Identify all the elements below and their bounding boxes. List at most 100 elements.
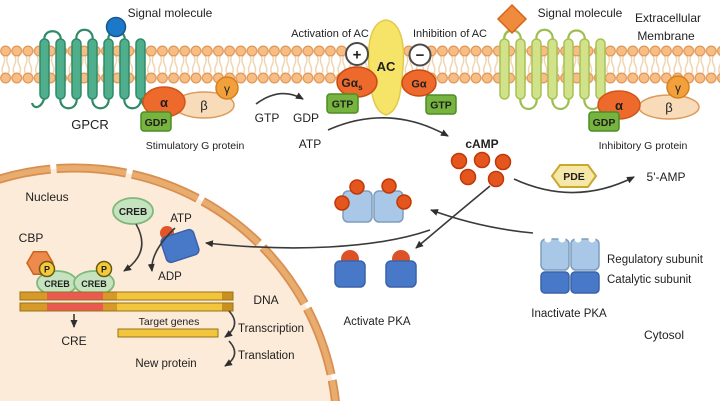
cre-site (47, 303, 103, 311)
dna-strand-top (19, 291, 234, 301)
five-amp-label: 5'-AMP (647, 170, 686, 184)
gpcr-helix (119, 38, 130, 100)
gpcr-helix (563, 38, 574, 100)
pde-enzyme (550, 164, 598, 188)
gpcr-helix (579, 38, 590, 100)
inhibitory-g-protein-label: Inhibitory G protein (599, 140, 688, 152)
creb-protein (112, 197, 154, 225)
stimulatory-g-protein: α β γ GDP Stimulatory G protein (140, 76, 244, 152)
transcription-arrow (224, 310, 236, 338)
atp-to-camp-arrow (327, 117, 449, 137)
gpcr-helices (39, 38, 146, 100)
signal-molecule-ligand-right (496, 3, 528, 35)
plus-sign-circle (345, 42, 369, 66)
camp-molecule (450, 152, 468, 170)
camp-molecule (459, 168, 477, 186)
g-alpha-i-label: Gα (411, 79, 427, 91)
g-gamma-subunit (666, 75, 690, 99)
inactive-pka: Regulatory subunit Catalytic subunit Ina… (531, 235, 704, 342)
gpcr-helix (531, 38, 542, 100)
minus-sign-circle (408, 43, 432, 67)
gtp-exchange-label: GTP (255, 111, 280, 125)
nucleus-label: Nucleus (25, 190, 68, 204)
plus-sign: + (353, 47, 362, 64)
signal-molecule-label-left: Signal molecule (128, 6, 213, 20)
dna-label: DNA (253, 293, 278, 307)
cytosol-label: Cytosol (644, 328, 684, 342)
target-genes-label: Target genes (139, 316, 200, 328)
inactivate-pka-label: Inactivate PKA (531, 308, 607, 320)
translation-arrow (224, 340, 236, 367)
camp-molecule (334, 195, 350, 211)
adp-label: ADP (158, 271, 182, 283)
catalytic-subunit-label: Catalytic subunit (607, 274, 692, 286)
g-gamma-subunit (215, 76, 239, 100)
gpcr-helix (39, 38, 50, 100)
camp-label: cAMP (465, 137, 498, 151)
regulatory-subunit-label: Regulatory subunit (607, 254, 704, 266)
dna-strands (19, 291, 234, 312)
nucleus-region (0, 163, 340, 401)
regulatory-complex-with-camp (334, 178, 412, 223)
phosphate-label: P (44, 265, 50, 275)
mrna-bar (117, 328, 219, 338)
creb-dimer-left-label: CREB (44, 279, 70, 289)
camp-molecule (487, 170, 505, 188)
dna-strand-bottom (19, 302, 234, 312)
gdp-label: GDP (145, 117, 168, 129)
camp-molecule (494, 153, 512, 171)
gpcr-helix (71, 38, 82, 100)
gtp-box-right (425, 94, 457, 115)
catalytic-subunit-in-nucleus (160, 228, 200, 264)
g-alpha-s-subscript: s (358, 83, 363, 92)
gpcr-helix (515, 38, 526, 100)
beta-label: β (665, 100, 672, 115)
bound-camp (334, 178, 412, 211)
g-alpha-s-label: Gαs (341, 76, 363, 92)
alpha-label: α (160, 95, 168, 110)
camp-molecule (473, 151, 491, 169)
gpcr-helix (595, 38, 606, 100)
gpcr-helix (55, 38, 66, 100)
pka-activation-arrows (415, 185, 534, 249)
gamma-label: γ (675, 81, 681, 95)
nucleus-body (0, 168, 336, 401)
catalytic-subunit-shape (570, 271, 600, 294)
gpcr-helices (499, 38, 606, 100)
cre-label: CRE (61, 334, 86, 348)
gpcr-helix (499, 38, 510, 100)
camp-production: ATP cAMP (299, 117, 512, 188)
inhibitory-g-protein: α β γ GDP Inhibitory G protein (588, 75, 700, 152)
gpcr-helix (87, 38, 98, 100)
regulatory-subunit-shape (570, 238, 600, 271)
gpcr-label: GPCR (71, 117, 109, 132)
atp-label: ATP (299, 137, 321, 151)
phosphate-group (95, 260, 113, 278)
exchange-arrow (255, 92, 304, 105)
creb-to-dna-arrow (123, 223, 143, 272)
g-alpha-i-subunit (401, 69, 437, 97)
atp-nucleus-label: ATP (170, 213, 192, 225)
camp-to-pka-arrow (415, 185, 491, 249)
translation-label: Translation (238, 350, 294, 362)
gpcr-helix (547, 38, 558, 100)
gtp-gdp-exchange: GTP GDP (255, 92, 319, 125)
camp-to-amp-arrow (513, 176, 635, 194)
cbp-label: CBP (19, 231, 44, 245)
minus-sign: − (416, 47, 425, 64)
activate-pka-label: Activate PKA (343, 316, 410, 328)
new-protein-label: New protein (135, 358, 196, 370)
catalytic-subunit-shape (540, 271, 570, 294)
inhibition-of-ac-label: Inhibition of AC (413, 28, 487, 40)
regulatory-subunit-shape (540, 238, 570, 271)
gamma-label: γ (224, 82, 230, 96)
beta-label: β (200, 98, 207, 113)
nucleus-contents: Nucleus CREB ATP ADP CBP CREB CREB P P (19, 190, 304, 370)
active-pka: Activate PKA (334, 250, 417, 328)
alpha-label: α (615, 98, 623, 113)
membrane-label: Membrane (637, 29, 695, 43)
camp-molecule (381, 178, 397, 194)
creb-dimer-right-label: CREB (81, 279, 107, 289)
